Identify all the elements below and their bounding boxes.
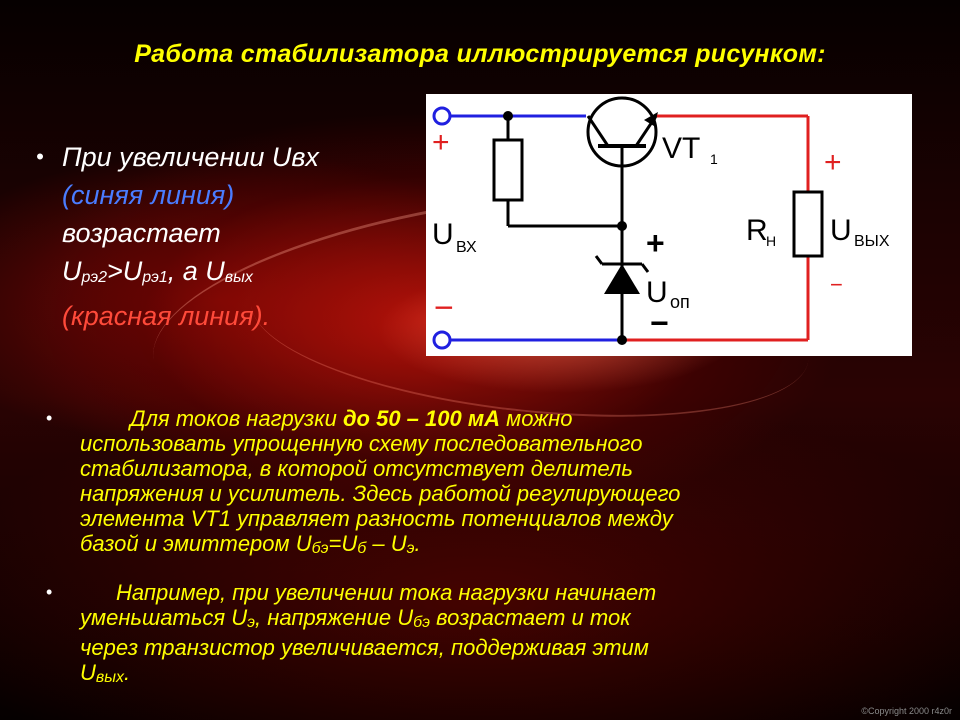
left-bullet-block: • При увеличении Uвх (синяя линия) возра… (36, 138, 396, 335)
node-dot (503, 111, 513, 121)
left-line-3: возрастает (62, 218, 221, 248)
paragraph-load-current: • Для токов нагрузки до 50 – 100 мА можн… (46, 406, 900, 561)
circuit-svg: + − U ВХ VT 1 + U оп − R Н + U ВЫХ − (432, 96, 890, 350)
subscript: б (357, 540, 367, 557)
vt-label: VT (662, 132, 700, 165)
bullet: • (36, 144, 44, 169)
node-dot (617, 221, 627, 231)
para2-line-2: уменьшаться Uэ, напряжение Uбэ возрастае… (80, 605, 900, 635)
bullet: • (46, 582, 53, 602)
subscript: бэ (413, 614, 431, 631)
rn-label: R (746, 214, 768, 247)
uout-sub: ВЫХ (854, 233, 890, 250)
uin-label: U (432, 218, 454, 251)
para2-line-1: Например, при увеличении тока нагрузки н… (116, 580, 657, 605)
output-plus-sign: + (824, 146, 842, 179)
text-fragment: уменьшаться U (80, 605, 248, 630)
text-fragment: Для токов нагрузки (130, 406, 343, 431)
slide-title: Работа стабилизатора иллюстрируется рису… (134, 40, 826, 68)
text-fragment: – U (366, 531, 407, 556)
text-fragment: базой и эмиттером U (80, 531, 312, 556)
text-fragment: , а U (167, 256, 225, 286)
uop-sub: оп (670, 292, 690, 312)
text-fragment: U (80, 660, 96, 685)
zener-bend (640, 263, 650, 273)
para2-line-3: через транзистор увеличивается, поддержи… (80, 635, 649, 660)
highlight-current: до 50 – 100 мА (342, 406, 501, 431)
text-fragment: , напряжение U (255, 605, 414, 630)
uout-label: U (830, 214, 852, 247)
para1-line-1: Для токов нагрузки до 50 – 100 мА можно (80, 406, 900, 431)
transistor-collector (586, 115, 610, 147)
uop-label: U (646, 276, 668, 309)
left-line-1: При увеличении Uвх (62, 142, 319, 172)
subscript: э (247, 614, 256, 631)
left-line-4: Uрэ2>Uрэ1, а Uвых (62, 252, 396, 297)
left-line-5: (красная линия). (62, 301, 271, 331)
rn-sub: Н (766, 233, 776, 249)
subscript: рэ2 (81, 269, 107, 286)
uop-minus-sign: − (650, 305, 669, 341)
subscript: вых (224, 269, 253, 286)
circuit-diagram: + − U ВХ VT 1 + U оп − R Н + U ВЫХ − (426, 94, 912, 356)
uin-sub: ВХ (456, 239, 477, 256)
text-fragment: возрастает и ток (430, 605, 631, 630)
bias-resistor (492, 138, 524, 202)
text-fragment: >U (106, 256, 143, 286)
para1-line-6: базой и эмиттером Uбэ=Uб – Uэ. (80, 531, 900, 561)
input-plus-sign: + (432, 126, 450, 159)
load-resistor (792, 190, 824, 258)
para1-line-4: напряжения и усилитель. Здесь работой ре… (80, 481, 681, 506)
para1-line-3: стабилизатора, в которой отсутствует дел… (80, 456, 633, 481)
text-fragment: =U (328, 531, 358, 556)
text-fragment: можно (500, 406, 573, 431)
left-line-2: (синяя линия) (62, 180, 235, 210)
copyright-notice: ©Copyright 2000 r4z0r (861, 706, 952, 716)
text-fragment: . (414, 531, 421, 556)
para2-line-4: Uвых. (80, 660, 900, 690)
input-plus-terminal (432, 106, 452, 126)
vt-sub: 1 (710, 151, 718, 167)
para1-line-2: использовать упрощенную схему последоват… (80, 431, 643, 456)
subscript: вых (95, 669, 125, 686)
input-minus-sign: − (434, 289, 454, 327)
emitter-arrow (644, 112, 658, 126)
bullet: • (46, 408, 53, 428)
text-fragment: U (62, 256, 82, 286)
input-minus-terminal (432, 330, 452, 350)
text-fragment: . (124, 660, 131, 685)
zener-bend (594, 255, 604, 265)
subscript: бэ (311, 540, 329, 557)
subscript: рэ1 (142, 269, 168, 286)
paragraph-example: • Например, при увеличении тока нагрузки… (46, 580, 900, 690)
output-minus-sign: − (830, 272, 843, 297)
uop-plus-sign: + (646, 225, 665, 261)
node-dot (617, 335, 627, 345)
subscript: э (406, 540, 415, 557)
para1-line-5: элемента VT1 управляет разность потенциа… (80, 506, 673, 531)
zener-diode (604, 264, 640, 294)
